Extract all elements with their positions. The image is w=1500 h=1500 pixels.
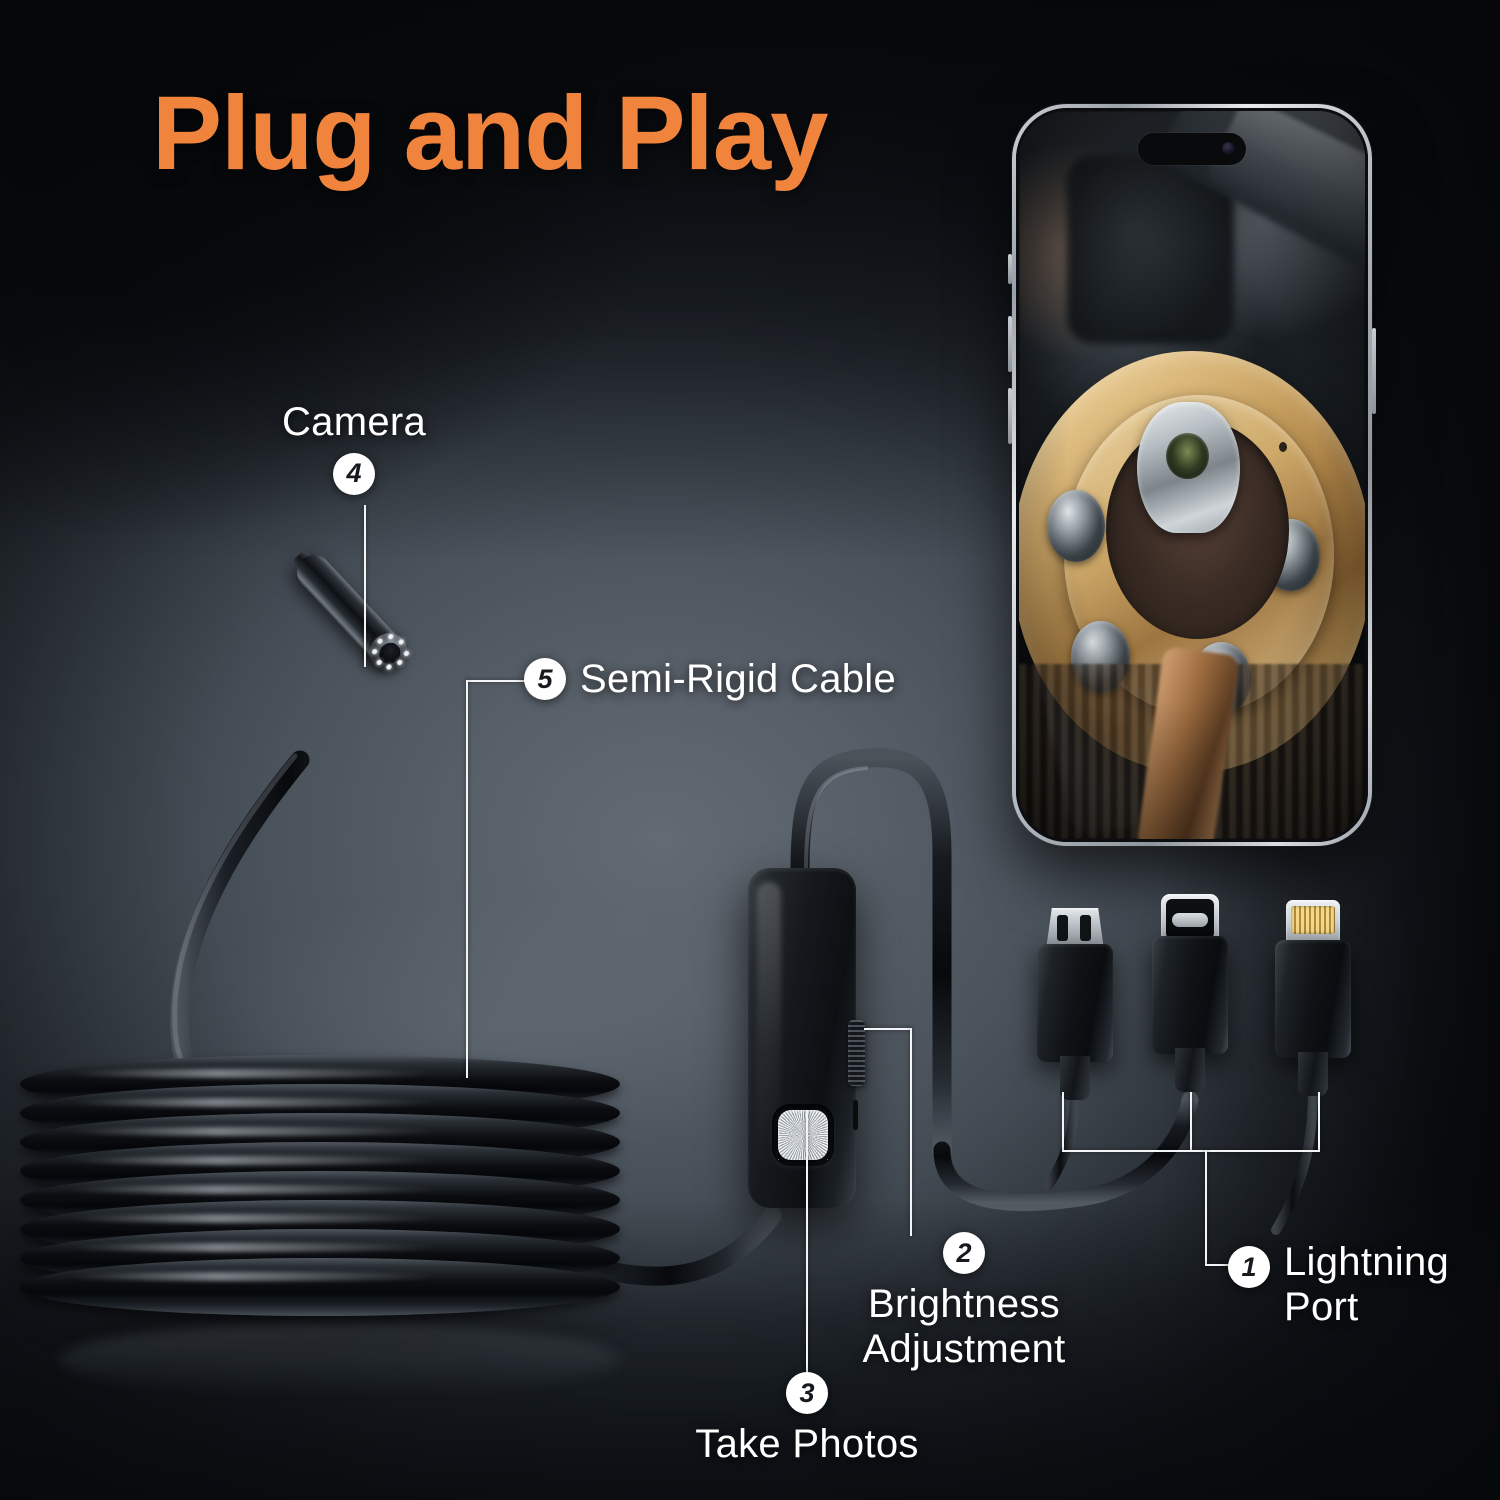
lightning-pins [1291, 906, 1335, 934]
callout-cable-label: Semi-Rigid Cable [580, 657, 897, 701]
phone-volume-up [1008, 316, 1012, 372]
dynamic-island [1138, 133, 1246, 165]
callout-take-photos-label: Take Photos [695, 1422, 919, 1466]
leader-line-cable-h [466, 680, 526, 682]
leader-line-take-photos [806, 1110, 808, 1374]
callout-semi-rigid-cable: 5 Semi-Rigid Cable [524, 657, 896, 702]
callout-lightning-port: 1 Lightning Port [1228, 1240, 1449, 1330]
module-vent-slot [853, 1100, 858, 1130]
shutter-button[interactable] [772, 1104, 834, 1166]
leader-line-brightness-h [864, 1028, 912, 1030]
leader-bracket-mid [1190, 1092, 1192, 1152]
callout-camera-badge: 4 [333, 452, 376, 495]
leader-line-camera [364, 505, 366, 667]
callout-brightness-badge: 2 [943, 1232, 985, 1274]
phone-mute-switch [1008, 254, 1012, 284]
brightness-wheel[interactable] [848, 1020, 865, 1086]
leader-bracket-rail [1062, 1150, 1320, 1152]
page-title: Plug and Play [152, 75, 828, 192]
front-camera-icon [1222, 142, 1235, 155]
usb-c-tip [1161, 894, 1219, 944]
callout-camera-label: Camera [282, 400, 427, 444]
leader-line-brightness-v [910, 1028, 912, 1236]
endoscope-live-view [1019, 111, 1365, 839]
phone-volume-down [1008, 388, 1012, 444]
callout-cable-badge: 5 [524, 658, 566, 701]
leader-bracket-right [1318, 1092, 1320, 1152]
callout-take-photos: 3 Take Photos [686, 1372, 928, 1467]
smartphone-mockup [1008, 104, 1376, 846]
callout-camera: Camera 4 [282, 400, 426, 495]
callout-brightness: 2 Brightness Adjustment [846, 1232, 1082, 1372]
leader-line-lightning-v [1205, 1150, 1207, 1266]
callout-lightning-label: Lightning Port [1284, 1240, 1450, 1329]
cable-coil [20, 1055, 640, 1395]
micro-usb-tip [1046, 908, 1104, 950]
callout-lightning-badge: 1 [1228, 1246, 1270, 1288]
phone-screen [1019, 111, 1365, 839]
callout-brightness-label: Brightness Adjustment [862, 1282, 1066, 1371]
leader-line-cable-v [466, 680, 468, 1078]
callout-take-photos-badge: 3 [786, 1372, 828, 1414]
phone-power-button [1372, 328, 1376, 414]
leader-line-lightning-h [1205, 1264, 1233, 1266]
control-module [748, 868, 865, 1208]
leader-bracket-left [1062, 1092, 1064, 1152]
